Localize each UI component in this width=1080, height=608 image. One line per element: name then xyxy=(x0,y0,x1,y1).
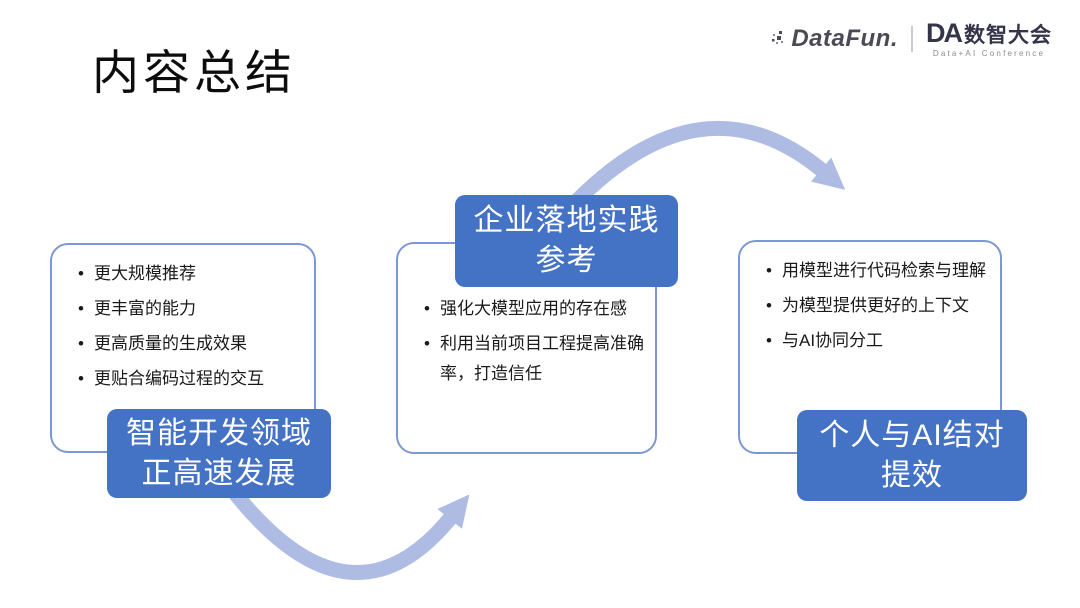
summary-card-development: 更大规模推荐 更丰富的能力 更高质量的生成效果 更贴合编码过程的交互 xyxy=(50,243,316,453)
conference-logo: DA 数智大会 Data+AI Conference xyxy=(926,20,1052,58)
bullet-item: 利用当前项目工程提高准确率，打造信任 xyxy=(422,329,647,389)
bullet-item: 更大规模推荐 xyxy=(76,259,306,289)
conference-name: 数智大会 xyxy=(964,24,1052,47)
stage-label-line: 提效 xyxy=(881,458,943,492)
stage-label-line: 企业落地实践 xyxy=(473,204,660,237)
datafun-dots-icon xyxy=(772,31,784,44)
bullet-list: 更大规模推荐 更丰富的能力 更高质量的生成效果 更贴合编码过程的交互 xyxy=(52,245,314,394)
bullet-item: 更丰富的能力 xyxy=(76,294,306,324)
header-logos: DataFun. DA 数智大会 Data+AI Conference xyxy=(771,20,1052,58)
datafun-logo-text: DataFun. xyxy=(791,25,898,52)
bullet-item: 更贴合编码过程的交互 xyxy=(76,364,306,394)
stage-label-line: 智能开发领域 xyxy=(126,416,312,450)
stage-label-line: 正高速发展 xyxy=(141,456,297,490)
stage-label-development: 智能开发领域 正高速发展 xyxy=(107,409,331,498)
bullet-item: 为模型提供更好的上下文 xyxy=(764,291,992,321)
conference-da-mark: DA xyxy=(926,18,963,48)
bullet-item: 更高质量的生成效果 xyxy=(76,329,306,359)
stage-label-line: 个人与AI结对 xyxy=(819,418,1005,452)
page-title: 内容总结 xyxy=(92,46,296,99)
bullet-item: 与AI协同分工 xyxy=(764,326,992,356)
curved-arrow-left-to-middle-icon xyxy=(228,487,470,580)
stage-label-personal: 个人与AI结对 提效 xyxy=(797,410,1027,501)
conference-subtitle: Data+AI Conference xyxy=(932,49,1046,58)
bullet-list: 用模型进行代码检索与理解 为模型提供更好的上下文 与AI协同分工 xyxy=(740,242,1000,356)
stage-label-enterprise: 企业落地实践 参考 xyxy=(455,195,678,287)
datafun-logo: DataFun. xyxy=(771,25,898,53)
conference-logo-row: DA 数智大会 xyxy=(926,20,1052,47)
logo-separator xyxy=(911,26,913,52)
bullet-list: 强化大模型应用的存在感 利用当前项目工程提高准确率，打造信任 xyxy=(398,244,655,389)
bullet-item: 强化大模型应用的存在感 xyxy=(422,294,647,324)
bullet-item: 用模型进行代码检索与理解 xyxy=(764,256,992,286)
stage-label-line: 参考 xyxy=(535,244,598,277)
